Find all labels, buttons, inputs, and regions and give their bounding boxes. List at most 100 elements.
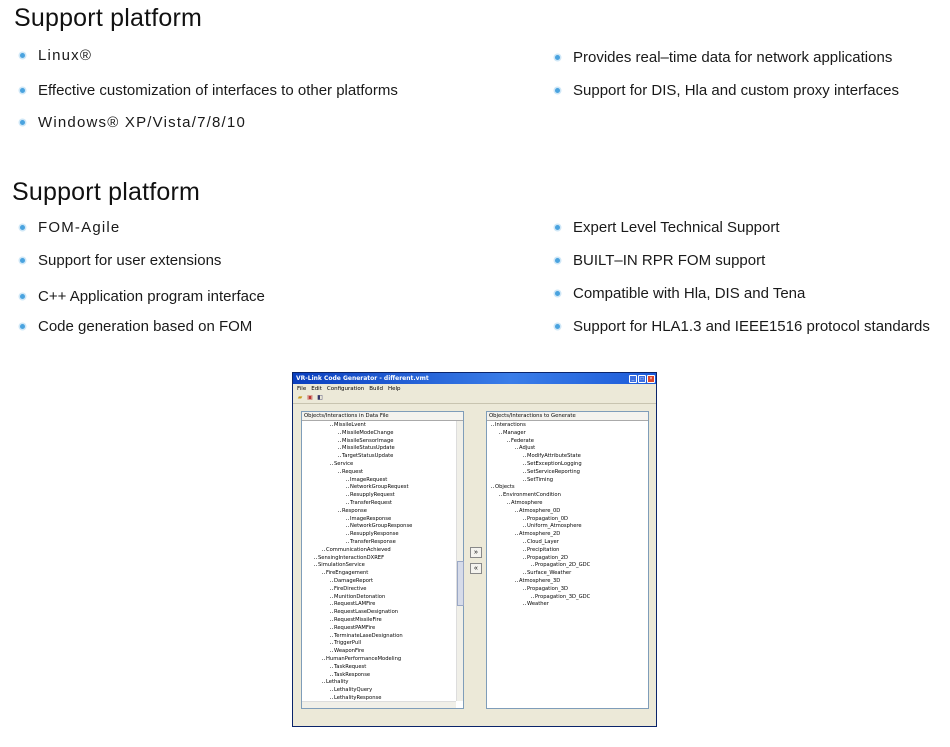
- tree-node[interactable]: SetExceptionLogging: [523, 461, 582, 467]
- tree-node[interactable]: WeaponFire: [329, 648, 365, 655]
- bullet-item: Windows® XP/Vista/7/8/10: [20, 114, 246, 131]
- tree-node[interactable]: TaskResponse: [329, 671, 371, 678]
- tree-node[interactable]: MissileSensorImage: [337, 437, 394, 444]
- right-tree-pane: Objects/Interactions to Generate Interac…: [486, 411, 649, 709]
- bullet-dot-icon: [20, 258, 25, 263]
- tree-node[interactable]: ImageResponse: [345, 515, 392, 522]
- menu-edit[interactable]: Edit: [311, 385, 322, 392]
- tree-node[interactable]: Request: [337, 468, 364, 475]
- tree-node[interactable]: NetworkGroupRequest: [346, 484, 409, 491]
- menu-configuration[interactable]: Configuration: [326, 385, 365, 392]
- bullet-dot-icon: [555, 324, 560, 329]
- remove-arrow-button[interactable]: «: [470, 563, 482, 574]
- minimize-icon[interactable]: _: [629, 374, 637, 383]
- tree-node[interactable]: Interactions: [491, 422, 526, 428]
- tree-node[interactable]: RequestLAMFire: [329, 601, 376, 608]
- tree-node[interactable]: ResupplyRequest: [346, 492, 395, 499]
- tree-node[interactable]: SimulationService: [314, 562, 365, 569]
- tree-node[interactable]: Manager: [499, 429, 526, 436]
- open-folder-icon[interactable]: ▰: [297, 395, 303, 401]
- tree-node[interactable]: RequestPAMFire: [329, 624, 376, 631]
- tree-node[interactable]: LethalityQuery: [329, 687, 373, 694]
- tree-node[interactable]: ModifyAttributeState: [523, 453, 581, 460]
- menu-file[interactable]: File: [297, 385, 307, 392]
- tree-node[interactable]: TerminateLaseDesignation: [330, 632, 403, 639]
- bullet-dot-icon: [20, 88, 25, 93]
- tree-node[interactable]: MissileLvent: [330, 422, 366, 428]
- preview-icon[interactable]: ◧: [317, 395, 323, 401]
- tree-node[interactable]: NetworkGroupResponse: [345, 523, 413, 530]
- tree-node[interactable]: ResupplyResponse: [346, 531, 399, 538]
- tree-node[interactable]: Weather: [523, 601, 549, 608]
- tree-node[interactable]: TaskRequest: [329, 663, 367, 670]
- bullet-text: Effective customization of interfaces to…: [38, 82, 398, 99]
- tree-node[interactable]: Adjust: [514, 445, 536, 452]
- tree-node[interactable]: Federate: [507, 437, 534, 444]
- tree-node[interactable]: Cloud_Layer: [523, 539, 559, 545]
- menu-help[interactable]: Help: [388, 385, 401, 392]
- bullet-item: Support for DIS, Hla and custom proxy in…: [555, 82, 899, 99]
- tree-node[interactable]: MissileModeChange: [337, 429, 394, 436]
- tree-node[interactable]: EnvironmentCondition: [499, 492, 561, 499]
- tree-node[interactable]: ImageRequest: [345, 476, 388, 483]
- tree-node[interactable]: DamageReport: [329, 578, 374, 584]
- tree-node[interactable]: Precipitation: [522, 546, 560, 553]
- tree-node[interactable]: RequestMissileFire: [330, 617, 382, 623]
- bullet-item: Code generation based on FOM: [20, 318, 252, 335]
- tree-node[interactable]: HumanPerformanceModeling: [321, 656, 402, 662]
- tree-node[interactable]: MunitionDetonation: [329, 593, 386, 600]
- tree-node[interactable]: FireEngagement: [321, 570, 369, 577]
- tree-node[interactable]: LethalityResponse: [329, 695, 382, 700]
- bullet-dot-icon: [555, 225, 560, 230]
- menu-build[interactable]: Build: [369, 385, 383, 392]
- section-title-2: Support platform: [12, 178, 201, 206]
- tree-node[interactable]: Atmosphere_2D: [514, 531, 561, 538]
- tree-node[interactable]: Atmosphere: [506, 500, 543, 506]
- bullet-dot-icon: [555, 291, 560, 296]
- bullet-dot-icon: [20, 294, 25, 299]
- tree-node[interactable]: MissileStatusUpdate: [338, 445, 395, 452]
- tree-node[interactable]: Propagation_3D: [523, 585, 568, 592]
- bullet-item: Provides real–time data for network appl…: [555, 49, 892, 66]
- tree-node[interactable]: CommunicationAchieved: [322, 546, 391, 553]
- tree-node[interactable]: RequestLaseDesignation: [329, 609, 399, 616]
- bullet-item: C++ Application program interface: [20, 288, 265, 305]
- tree-node[interactable]: Propagation_2D: [523, 554, 568, 561]
- bullet-item: Expert Level Technical Support: [555, 219, 780, 236]
- tree-node[interactable]: Propagation_2D_GDC: [530, 562, 591, 569]
- bullet-text: BUILT–IN RPR FOM support: [573, 252, 766, 269]
- tree-node[interactable]: TriggerPull: [329, 640, 362, 647]
- bullet-text: Expert Level Technical Support: [573, 219, 780, 236]
- tree-node[interactable]: SetTiming: [522, 476, 554, 483]
- tree-node[interactable]: SetServiceReporting: [523, 468, 580, 475]
- section-title-1: Support platform: [14, 4, 203, 32]
- tree-node[interactable]: TransferResponse: [346, 539, 396, 545]
- tree-node[interactable]: Surface_Weather: [522, 570, 572, 577]
- tree-node[interactable]: Service: [329, 461, 354, 467]
- tree-node[interactable]: Propagation_3D_GDC: [530, 593, 591, 600]
- tree-node[interactable]: TransferRequest: [346, 500, 392, 506]
- tree-node[interactable]: SensingInteractionDXREF: [313, 554, 385, 561]
- bullet-text: Compatible with Hla, DIS and Tena: [573, 285, 806, 302]
- maximize-icon[interactable]: □: [638, 374, 646, 383]
- tree-node[interactable]: Response: [338, 507, 367, 514]
- bullet-item: Compatible with Hla, DIS and Tena: [555, 285, 805, 302]
- bullet-dot-icon: [555, 55, 560, 60]
- tree-node[interactable]: Uniform_Atmosphere: [523, 523, 582, 530]
- tree-node[interactable]: Lethality: [321, 679, 349, 686]
- tree-node[interactable]: Atmosphere_0D: [514, 507, 561, 514]
- save-icon[interactable]: ▣: [307, 395, 313, 401]
- tree-node[interactable]: TargetStatusUpdate: [337, 453, 394, 460]
- tree-node[interactable]: Objects: [491, 484, 515, 491]
- tree-node[interactable]: FireDirective: [330, 585, 367, 592]
- bullet-item: Support for user extensions: [20, 252, 221, 269]
- left-tree-pane: Objects/Interactions in Data File Missil…: [301, 411, 464, 709]
- scroll-thumb[interactable]: [457, 561, 464, 606]
- tree-node[interactable]: Atmosphere_3D: [514, 578, 561, 584]
- close-icon[interactable]: ×: [647, 374, 655, 383]
- left-horizontal-scrollbar[interactable]: [302, 701, 456, 708]
- add-arrow-button[interactable]: »: [470, 547, 482, 558]
- left-vertical-scrollbar[interactable]: [456, 421, 464, 701]
- tree-node[interactable]: Propagation_0D: [523, 515, 568, 522]
